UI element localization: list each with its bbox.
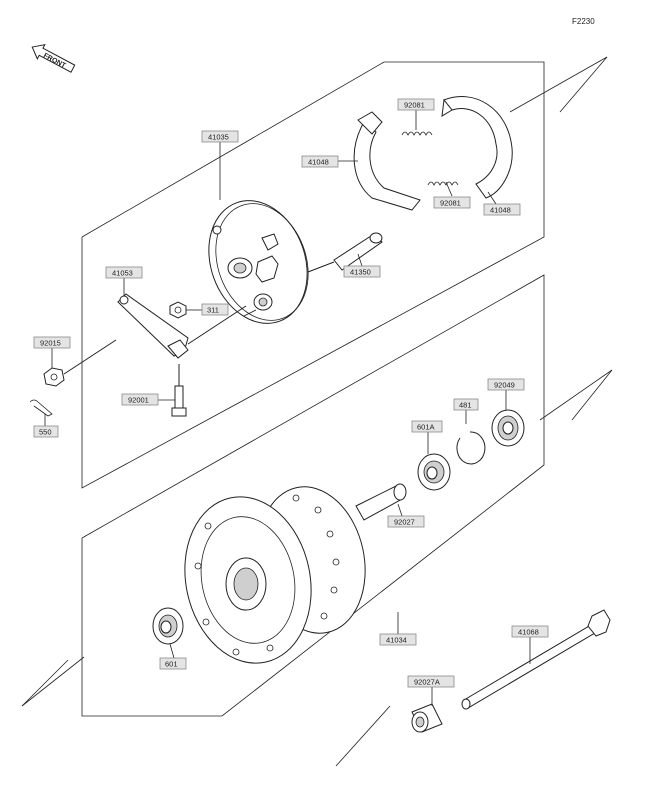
brake-lever	[117, 293, 247, 359]
label-nut-lever: 311	[201, 303, 229, 316]
nut-small-icon	[169, 301, 187, 319]
label-cotter-pin: 550	[33, 425, 59, 438]
oil-seal-icon	[491, 409, 525, 447]
wheel-hub	[184, 486, 366, 664]
circlip-icon	[456, 431, 486, 465]
bearing-left-icon	[152, 607, 184, 645]
brake-panel	[208, 200, 309, 324]
svg-text:41068: 41068	[518, 628, 539, 637]
svg-text:41350: 41350	[350, 268, 371, 277]
brake-shoe-left	[353, 111, 421, 211]
svg-text:311: 311	[207, 306, 219, 315]
label-collar: 92027A	[407, 675, 455, 688]
svg-text:92081: 92081	[404, 101, 425, 110]
bearing-right-icon	[417, 453, 451, 491]
brake-shoe-right	[441, 96, 513, 199]
svg-text:41053: 41053	[112, 269, 133, 278]
label-oil-seal: 92049	[487, 378, 525, 391]
label-brake-panel: 41035	[201, 130, 239, 143]
hub-collar	[355, 483, 407, 521]
front-arrow-icon: FRONT	[31, 44, 76, 73]
label-cam-shaft: 41350	[343, 265, 381, 278]
svg-text:601A: 601A	[417, 423, 435, 432]
svg-text:41048: 41048	[490, 206, 511, 215]
nut-large-icon	[43, 339, 117, 387]
spring-bottom-icon	[427, 181, 459, 186]
axle	[461, 609, 611, 710]
cotter-pin-icon	[29, 399, 53, 417]
label-circlip: 481	[453, 398, 479, 411]
hub-group-frame	[21, 274, 613, 767]
svg-text:550: 550	[39, 428, 52, 437]
label-spring-bottom: 92081	[433, 196, 471, 209]
label-brake-shoe-right: 41048	[483, 203, 521, 216]
label-nut-large: 92015	[33, 336, 71, 349]
svg-text:92027: 92027	[394, 518, 415, 527]
svg-text:92049: 92049	[494, 381, 515, 390]
svg-text:41034: 41034	[386, 636, 407, 645]
svg-text:41048: 41048	[308, 158, 329, 167]
cam-shaft	[307, 232, 383, 273]
svg-text:92027A: 92027A	[414, 678, 440, 687]
label-spring-top: 92081	[397, 98, 435, 111]
label-hub: 41034	[379, 633, 417, 646]
label-bolt: 92001	[121, 393, 159, 406]
spring-top-icon	[401, 131, 433, 136]
svg-text:92081: 92081	[440, 199, 461, 208]
label-bearing-right: 601A	[411, 420, 443, 433]
label-hub-collar: 92027	[387, 515, 425, 528]
svg-text:481: 481	[459, 401, 472, 410]
svg-text:92001: 92001	[128, 396, 149, 405]
svg-text:41035: 41035	[208, 133, 229, 142]
label-lever: 41053	[105, 266, 143, 279]
bolt-icon	[171, 364, 187, 417]
label-bearing-left: 601	[159, 657, 187, 670]
svg-text:92015: 92015	[40, 339, 61, 348]
label-axle: 41068	[511, 625, 549, 638]
svg-text:601: 601	[165, 660, 178, 669]
label-brake-shoe-left: 41048	[301, 155, 339, 168]
brake-group-frame	[81, 56, 608, 489]
leader-lines	[44, 110, 531, 706]
collar-icon	[411, 703, 443, 733]
figure-code: F2230	[572, 17, 595, 26]
